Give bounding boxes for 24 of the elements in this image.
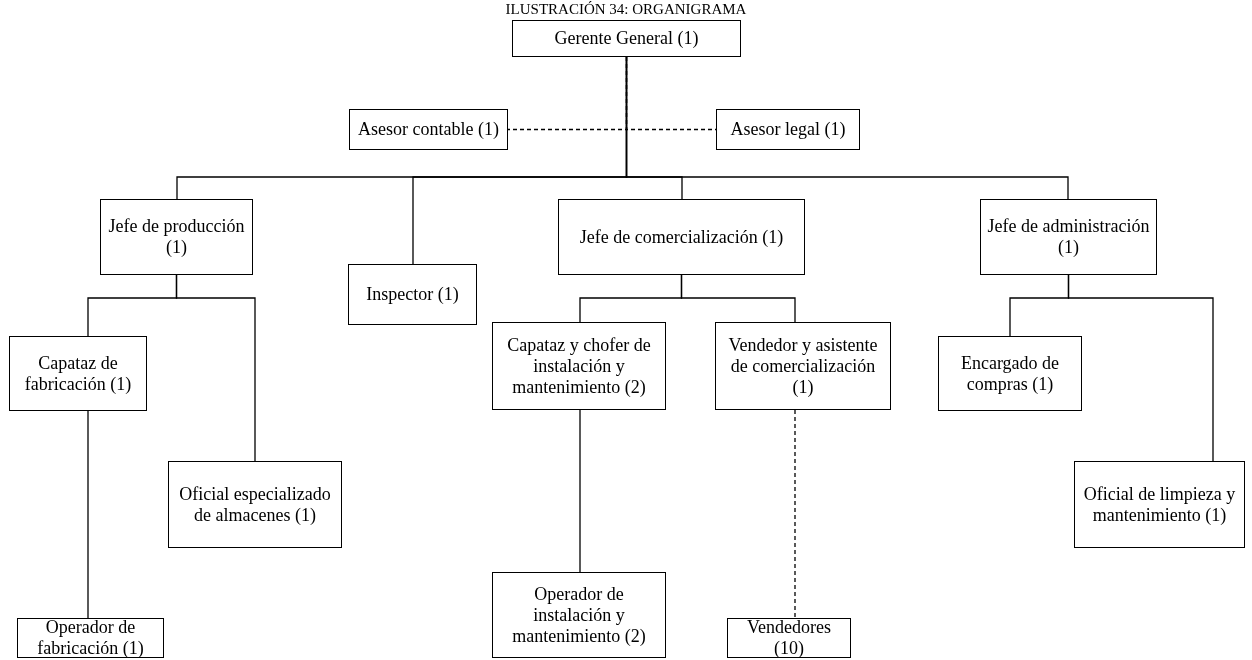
org-box: Capataz de fabricación (1)	[9, 336, 147, 411]
org-box: Asesor contable (1)	[349, 109, 508, 150]
org-box: Jefe de administración (1)	[980, 199, 1157, 275]
connector-line	[87, 410, 89, 619]
org-box: Oficial especializado de almacenes (1)	[168, 461, 342, 548]
org-box: Capataz y chofer de instalación y mantenimiento (2)	[492, 322, 666, 410]
org-box: Vendedor y asistente de comercialización (1)	[715, 322, 891, 410]
org-box: Jefe de comercialización (1)	[558, 199, 805, 275]
org-box: Asesor legal (1)	[716, 109, 860, 150]
org-box: Inspector (1)	[348, 264, 477, 325]
org-box: Vendedores (10)	[727, 618, 851, 658]
dashed-connector	[794, 409, 796, 619]
connector-line	[625, 56, 1069, 200]
connector-line	[1067, 274, 1214, 462]
org-box: Operador de instalación y mantenimiento (2)	[492, 572, 666, 658]
diagram-title: ILUSTRACIÓN 34: ORGANIGRAMA	[504, 0, 748, 18]
connector-line	[680, 274, 796, 323]
connector-line	[579, 409, 581, 573]
org-box: Gerente General (1)	[512, 20, 741, 57]
connector-line	[175, 274, 256, 462]
org-box: Oficial de limpieza y mantenimiento (1)	[1074, 461, 1245, 548]
org-box: Encargado de compras (1)	[938, 336, 1082, 411]
org-box: Jefe de producción (1)	[100, 199, 253, 275]
org-box: Operador de fabricación (1)	[17, 618, 164, 658]
